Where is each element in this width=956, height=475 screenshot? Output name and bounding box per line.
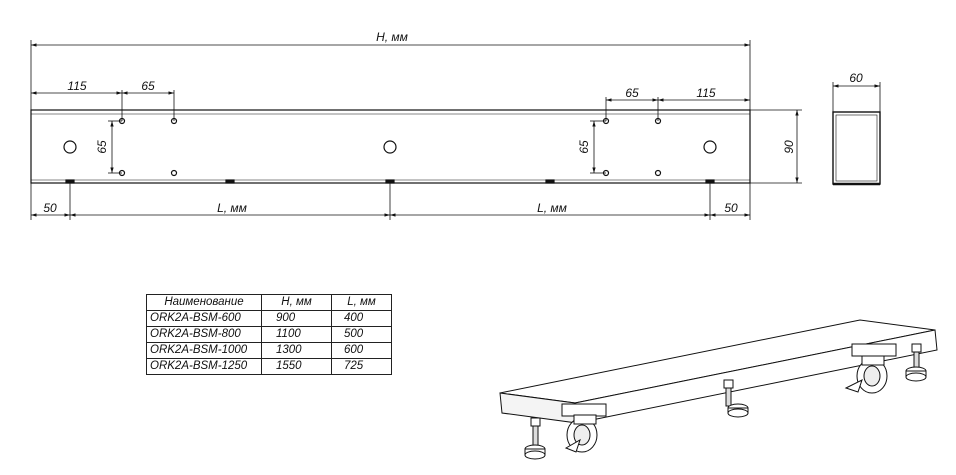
caster-left <box>561 403 607 453</box>
dim-left-hole-spacing: 65 <box>141 79 155 93</box>
dim-height: 90 <box>782 140 796 154</box>
dim-right-vertical-spacing: 65 <box>577 140 591 154</box>
isometric-view <box>499 319 938 460</box>
cell-name: ORK2A-BSM-800 <box>146 326 262 343</box>
cell-name: ORK2A-BSM-1250 <box>146 358 262 375</box>
caster-right <box>844 343 897 394</box>
cell-l: 500 <box>331 326 392 343</box>
leveling-foot-left <box>524 417 546 460</box>
dim-section-width: 60 <box>849 71 863 85</box>
cell-name: ORK2A-BSM-1000 <box>146 342 262 359</box>
models-table: Наименование H, мм L, мм ORK2A-BSM-600 9… <box>146 294 392 375</box>
dim-left-margin: 50 <box>43 201 57 215</box>
cell-h: 1300 <box>261 342 332 359</box>
header-l: L, мм <box>331 294 392 311</box>
front-view <box>30 109 751 184</box>
dim-right-span: L, мм <box>537 201 567 215</box>
header-name: Наименование <box>146 294 262 311</box>
table-row: ORK2A-BSM-800 1100 500 <box>146 326 392 343</box>
table-row: ORK2A-BSM-1250 1550 725 <box>146 358 392 375</box>
cell-h: 1100 <box>261 326 332 343</box>
dim-overall-length: H, мм <box>376 30 408 44</box>
mounting-hole-right <box>703 140 717 154</box>
cell-l: 725 <box>331 358 392 375</box>
cell-name: ORK2A-BSM-600 <box>146 310 262 327</box>
leveling-foot-right <box>905 343 927 382</box>
cell-l: 600 <box>331 342 392 359</box>
leveling-foot-center <box>723 379 749 418</box>
dim-right-hole-spacing: 65 <box>625 86 639 100</box>
profile-body <box>30 109 751 184</box>
mounting-hole-left <box>63 140 77 154</box>
dim-left-vertical-spacing: 65 <box>95 140 109 154</box>
table-row: ORK2A-BSM-600 900 400 <box>146 310 392 327</box>
dim-right-margin: 50 <box>724 201 738 215</box>
dimension-labels: H, мм 115 65 65 115 65 65 90 60 50 L, мм… <box>43 30 863 215</box>
cell-l: 400 <box>331 310 392 327</box>
dimension-lines <box>30 40 881 220</box>
dim-right-offset: 115 <box>696 86 715 100</box>
mounting-hole-center <box>383 140 397 154</box>
cross-section-view <box>832 111 881 186</box>
table-header-row: Наименование H, мм L, мм <box>146 294 392 311</box>
cell-h: 900 <box>261 310 332 327</box>
table-row: ORK2A-BSM-1000 1300 600 <box>146 342 392 359</box>
dim-left-span: L, мм <box>217 201 247 215</box>
cell-h: 1550 <box>261 358 332 375</box>
dim-left-offset: 115 <box>67 79 86 93</box>
header-h: H, мм <box>261 294 332 311</box>
